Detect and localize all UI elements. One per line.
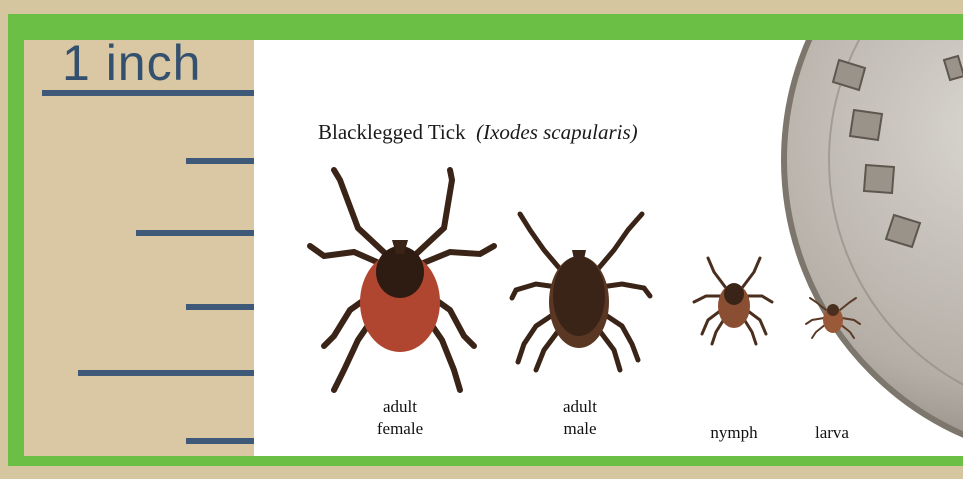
ruler-tick [186,304,254,310]
stage-caption-adult-male: adult male [540,396,620,440]
tick-illustration-card: Blacklegged Tick (Ixodes scapularis) [254,40,963,456]
ruler-label: 1 inch [62,40,201,92]
ruler: 1 inch [24,40,254,456]
stage-caption-larva: larva [794,422,870,444]
stage-caption-nymph: nymph [694,422,774,444]
ruler-tick [136,230,254,236]
stage-caption-adult-female: adult female [360,396,440,440]
ruler-tick [78,370,254,376]
ruler-tick [186,158,254,164]
larva-tick-image [254,40,963,456]
ruler-tick [186,438,254,444]
ruler-tick-inch [42,90,254,96]
